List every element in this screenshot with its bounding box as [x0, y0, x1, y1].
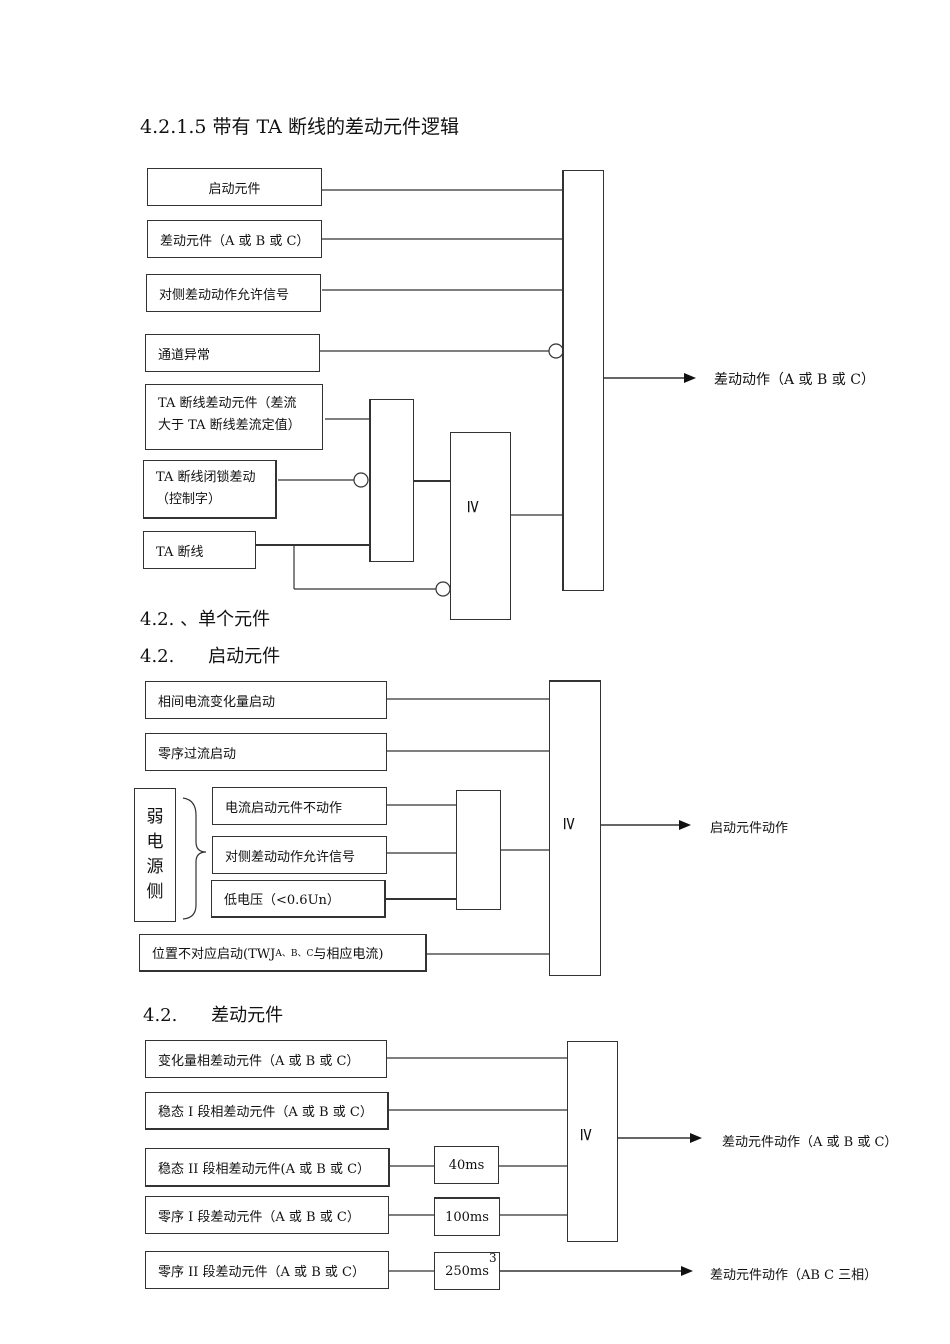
arrow-output-1	[684, 373, 696, 383]
section-heading-single-elements: 4.2. 、单个元件	[140, 609, 271, 630]
or-gate-diff	[567, 1041, 618, 1242]
section-number: 4.2.	[140, 646, 175, 667]
input-start-element: 启动元件	[147, 168, 322, 206]
input-channel-abnormal: 通道异常	[145, 334, 320, 372]
input-ta-break-diff-line1: TA 断线差动元件（差流	[158, 396, 297, 411]
arrow-output-4	[690, 1133, 702, 1143]
and-gate-weak-source	[456, 790, 501, 910]
arrow-output-3	[679, 820, 691, 830]
invert-bubble-channel	[548, 343, 564, 359]
section-heading-diff-element: 4.2. 差动元件	[143, 1001, 283, 1027]
input-ta-break-diff-line2: 大于 TA 断线差流定值）	[158, 418, 301, 433]
input-ta-break: TA 断线	[143, 531, 256, 569]
timer-40ms: 40ms	[434, 1146, 499, 1184]
output-start-action: 启动元件动作	[710, 821, 789, 836]
section-heading-start-element: 4.2. 启动元件	[140, 642, 280, 668]
input-current-start-not-act: 电流启动元件不动作	[212, 787, 387, 825]
or-gate-symbol-diff: ≥	[576, 1126, 598, 1143]
input-zero1-diff: 零序 I 段差动元件（A 或 B 或 C）	[145, 1196, 389, 1234]
or-gate-ta-break	[450, 432, 511, 620]
input-remote-permit: 对侧差动动作允许信号	[146, 274, 321, 312]
weak-char-4: 侧	[146, 882, 164, 902]
input-ta-block-line2: （控制字）	[156, 492, 222, 507]
input-ta-block-diff: TA 断线闭锁差动 （控制字）	[143, 460, 277, 519]
input-steady1-phase-diff: 稳态 I 段相差动元件（A 或 B 或 C）	[145, 1092, 389, 1130]
weak-source-side-label: 弱 电 源 侧	[134, 788, 176, 922]
input-diff-element: 差动元件（A 或 B 或 C）	[147, 220, 322, 258]
timer-100ms: 100ms	[434, 1197, 500, 1236]
position-mismatch-text: 位置不对应启动(TWJ	[152, 947, 276, 962]
input-steady2-phase-diff: 稳态 II 段相差动元件(A 或 B 或 C）	[145, 1148, 390, 1187]
weak-char-2: 电	[146, 832, 164, 852]
weak-char-1: 弱	[146, 807, 164, 827]
and-gate-main-diff	[562, 170, 604, 591]
input-zero-seq-overcurrent: 零序过流启动	[145, 733, 387, 771]
output-diff-action: 差动动作（A 或 B 或 C）	[714, 372, 875, 388]
position-mismatch-phases: A、B、C	[275, 949, 314, 959]
section-heading-ta-break-logic: 4.2.1.5 带有 TA 断线的差动元件逻辑	[140, 116, 459, 138]
page-number: 3	[489, 1251, 497, 1265]
brace-icon	[182, 797, 207, 920]
position-mismatch-text-post: 与相应电流)	[313, 947, 384, 962]
output-diff-three-phase: 差动元件动作（AB C 三相）	[710, 1268, 878, 1283]
input-low-voltage: 低电压（<0.6Un）	[211, 880, 386, 918]
output-diff-element-action: 差动元件动作（A 或 B 或 C）	[722, 1135, 898, 1150]
input-ta-block-line1: TA 断线闭锁差动	[156, 470, 256, 485]
weak-char-3: 源	[146, 857, 164, 877]
and-gate-ta-break	[369, 399, 414, 562]
invert-bubble-ta-block	[353, 472, 369, 488]
section-title: 启动元件	[208, 646, 281, 667]
section-number-diff: 4.2.	[143, 1005, 178, 1026]
or-gate-symbol-start: ≥	[559, 815, 581, 832]
section-title-diff: 差动元件	[211, 1005, 284, 1026]
invert-bubble-ta-break	[435, 581, 451, 597]
input-ta-break-diff: TA 断线差动元件（差流 大于 TA 断线差流定值）	[145, 384, 323, 450]
arrow-output-three-phase	[681, 1266, 693, 1276]
or-gate-symbol: ≥	[463, 498, 485, 515]
input-remote-permit-weak: 对侧差动动作允许信号	[212, 836, 387, 874]
input-zero2-diff: 零序 II 段差动元件（A 或 B 或 C）	[145, 1251, 389, 1289]
input-delta-phase-diff: 变化量相差动元件（A 或 B 或 C）	[145, 1040, 387, 1078]
timer-250ms: 250ms	[434, 1252, 500, 1290]
input-phase-current-delta: 相间电流变化量启动	[145, 681, 387, 719]
or-gate-start	[549, 680, 601, 976]
